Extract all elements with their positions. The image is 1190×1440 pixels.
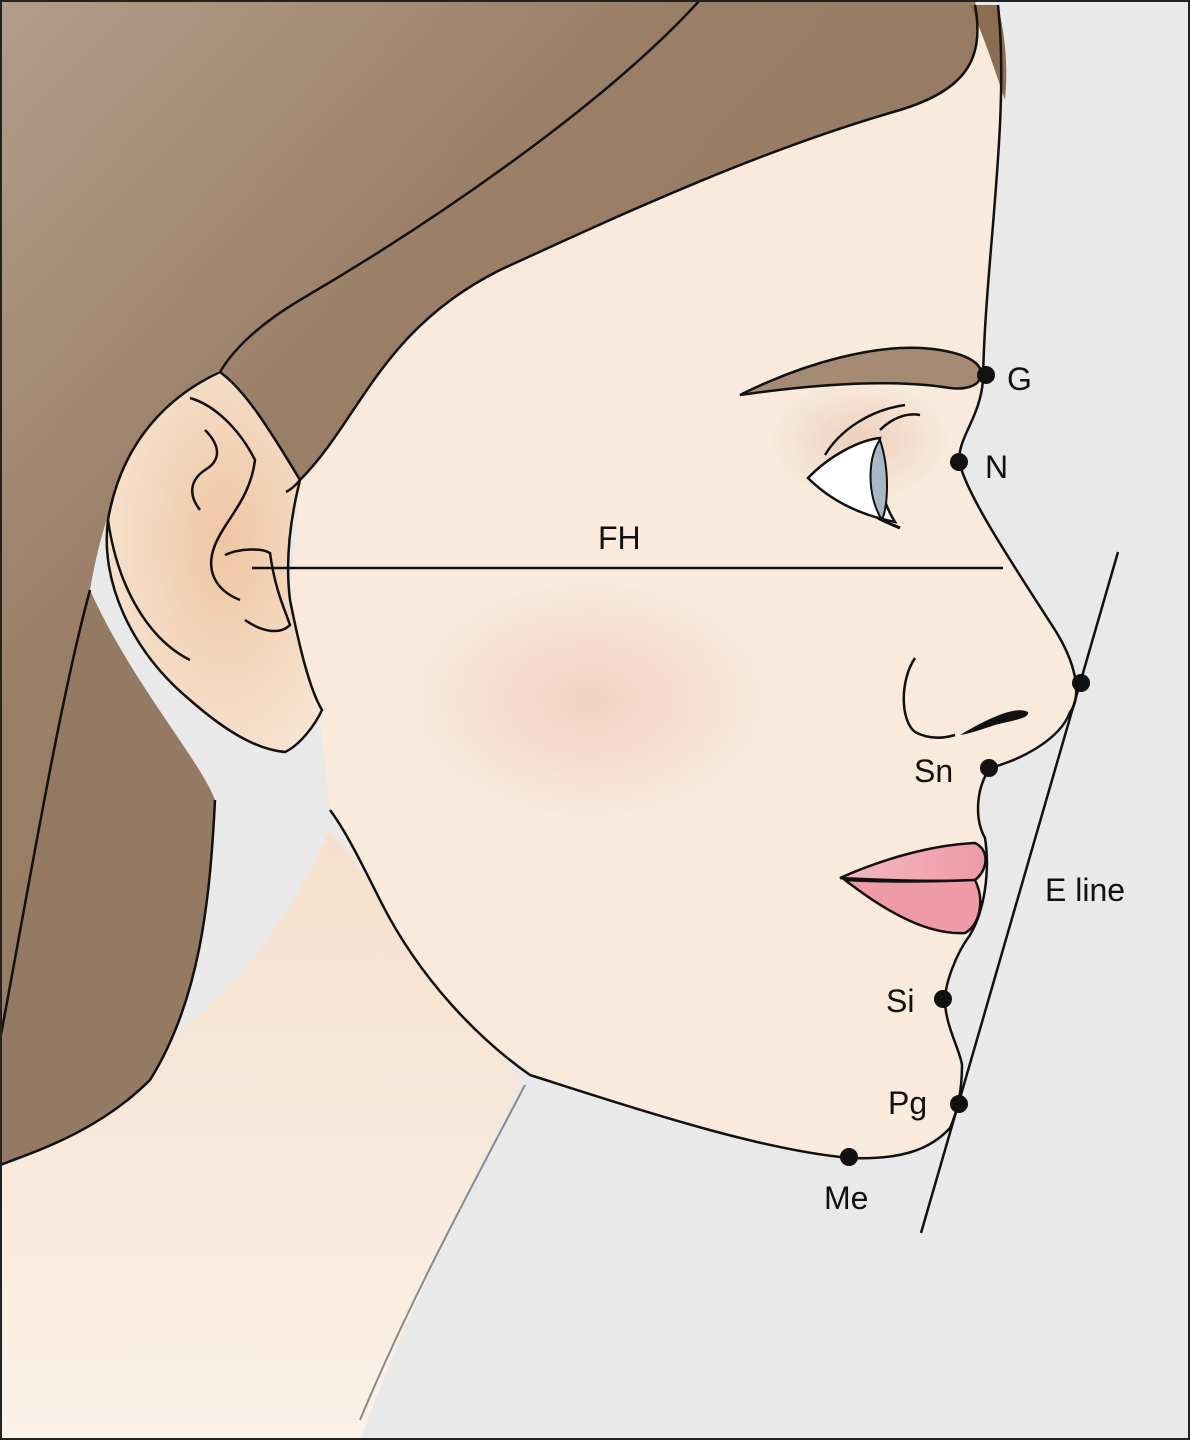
landmark-pg-point xyxy=(950,1095,968,1113)
label-sn: Sn xyxy=(914,753,953,789)
label-e-line: E line xyxy=(1045,872,1125,908)
label-si: Si xyxy=(886,983,914,1019)
cheek-blush xyxy=(410,580,770,820)
landmark-nose-tip-point xyxy=(1072,674,1090,692)
landmark-n-point xyxy=(950,453,968,471)
label-n: N xyxy=(985,449,1008,485)
label-fh: FH xyxy=(598,520,641,556)
label-me: Me xyxy=(824,1180,868,1216)
landmark-me-point xyxy=(840,1148,858,1166)
landmark-g-point xyxy=(977,366,995,384)
landmark-si-point xyxy=(934,990,952,1008)
landmark-sn-point xyxy=(980,759,998,777)
label-pg: Pg xyxy=(888,1085,927,1121)
label-g: G xyxy=(1007,361,1032,397)
